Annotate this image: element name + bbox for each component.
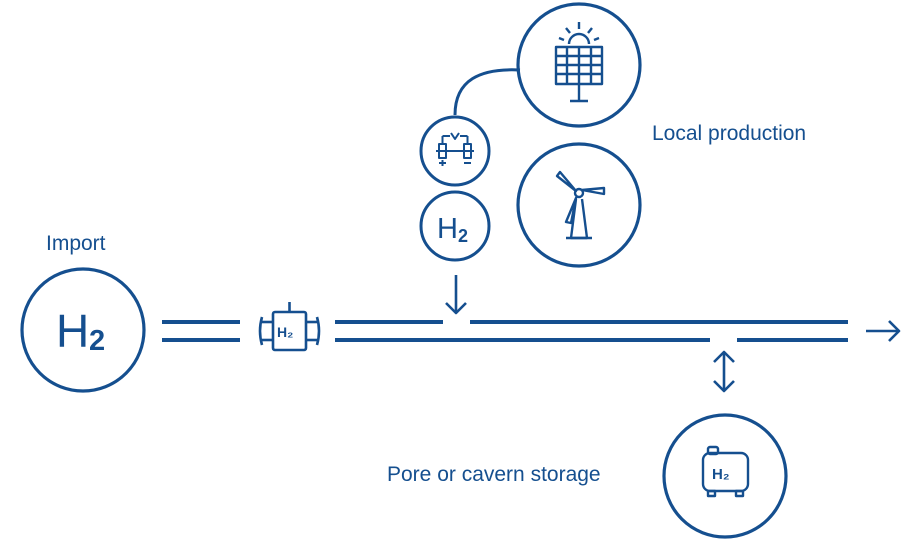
arrow-down-icon <box>445 275 467 315</box>
wind-turbine-icon <box>555 170 606 240</box>
storage-tank-icon: H₂ <box>701 445 750 498</box>
local-production-label: Local production <box>652 122 807 145</box>
import-h2-symbol: H <box>56 305 89 357</box>
import-h2-node: H 2 <box>20 267 146 393</box>
electrolyser-node <box>419 115 491 187</box>
electrolyser-icon <box>436 132 474 166</box>
storage-node: H₂ <box>662 413 788 539</box>
tank-h2-text: H₂ <box>712 466 730 483</box>
compressor-h2-text: H₂ <box>277 324 293 340</box>
import-label: Import <box>46 232 106 255</box>
connector-curve <box>453 68 521 116</box>
arrow-right-icon <box>866 320 901 342</box>
pipeline <box>162 320 848 342</box>
local-h2-node: H 2 <box>419 190 491 262</box>
import-h2-subscript: 2 <box>89 325 105 357</box>
local-h2-symbol: H <box>437 213 458 245</box>
local-h2-subscript: 2 <box>458 226 468 246</box>
arrow-updown-icon <box>713 350 735 393</box>
solar-node <box>516 2 642 128</box>
wind-node <box>516 142 642 268</box>
compressor-station-icon: H₂ <box>258 302 321 352</box>
solar-panel-icon <box>554 22 604 103</box>
storage-label: Pore or cavern storage <box>387 463 601 486</box>
